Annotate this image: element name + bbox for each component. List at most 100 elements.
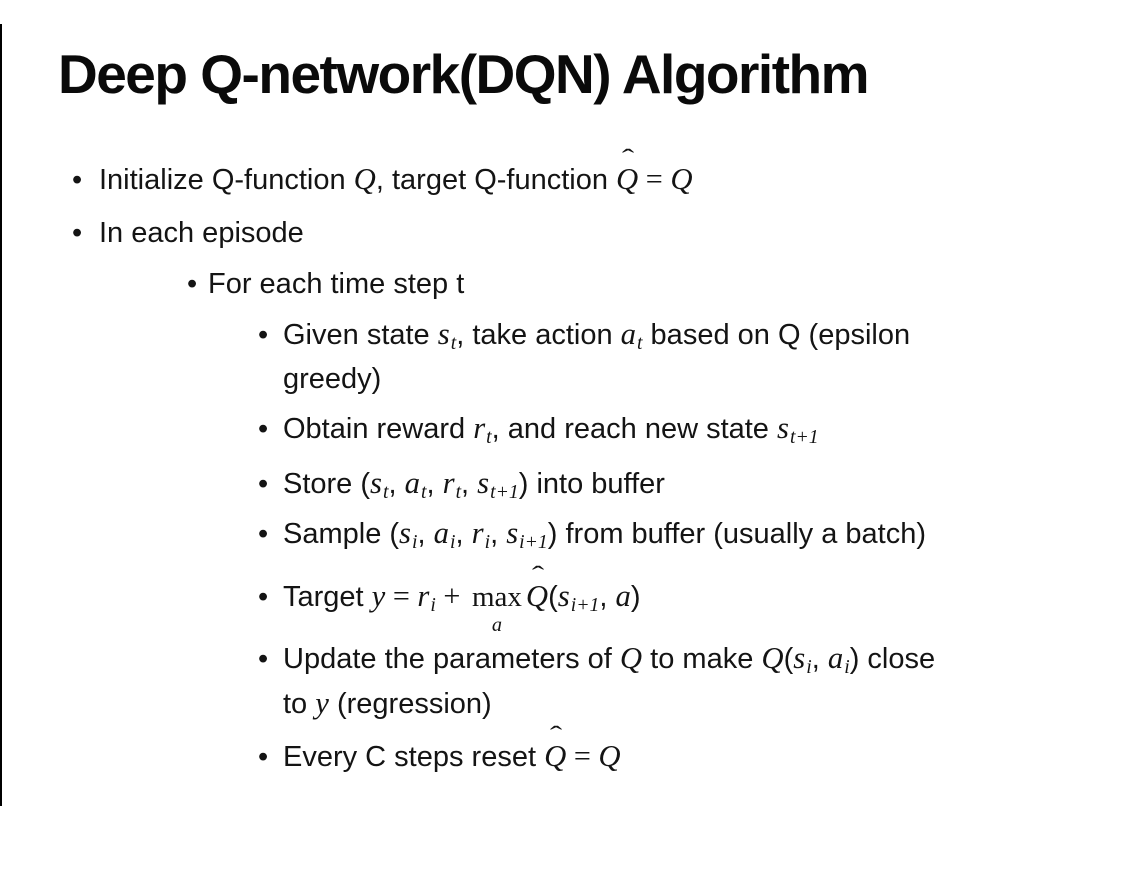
math-var-a: a: [827, 641, 844, 675]
math-var-a: a: [620, 317, 637, 351]
text-run: , and reach new state: [491, 413, 777, 445]
bullet-line-continuation: greedy): [283, 357, 910, 401]
bullet-marker-icon: •: [258, 741, 269, 773]
math-var-a: a: [404, 466, 420, 500]
text-run: ,: [490, 518, 507, 550]
math-subscript: i: [430, 593, 436, 616]
text-run: Update the parameters of: [283, 643, 620, 675]
math-subscript: t: [486, 425, 492, 448]
hat-accent-icon: ˆ: [550, 722, 563, 750]
text-run: Sample (: [283, 518, 400, 550]
math-var-s: s: [793, 641, 806, 675]
bullet-line: •Given state st, take action at based on…: [258, 312, 910, 357]
bullet-marker-icon: •: [258, 468, 269, 500]
text-run: , target Q-function: [375, 164, 617, 196]
text-run: Obtain reward: [283, 413, 474, 445]
bullet-marker-icon: •: [258, 518, 269, 550]
math-subscript: i: [450, 530, 456, 553]
text-run: ,: [455, 518, 472, 550]
math-subscript: t: [637, 331, 643, 354]
text-run: , take action: [456, 319, 621, 351]
bullet-marker-icon: •: [72, 217, 83, 249]
text-run: Every C steps reset: [283, 741, 545, 773]
text-run: ,: [811, 643, 828, 675]
left-edge-line: [0, 24, 2, 806]
math-plus: +: [435, 579, 468, 613]
text-run: greedy): [283, 363, 382, 395]
bullet-marker-icon: •: [187, 268, 198, 300]
math-var-q: Q: [525, 579, 549, 613]
math-var-s: s: [777, 411, 789, 445]
text-run: Initialize Q-function: [99, 164, 354, 196]
math-under-var-a: a: [491, 614, 502, 636]
bullet-obtain-reward: • Obtain reward rt, and reach new state s…: [258, 406, 819, 451]
text-run: to: [283, 688, 316, 720]
text-run: Store (: [283, 468, 371, 500]
math-max-operator: max: [471, 581, 522, 613]
math-equals: =: [566, 739, 599, 773]
bullet-update-parameters: •Update the parameters of Q to make Q(si…: [258, 636, 935, 726]
text-run: (: [548, 581, 558, 613]
math-var-r: r: [442, 466, 455, 500]
math-equals: =: [638, 162, 671, 196]
bullet-sample-buffer: •Sample (si, ai, ri, si+1) from buffer (…: [258, 511, 926, 556]
bullet-line: •Update the parameters of Q to make Q(si…: [258, 636, 935, 681]
math-subscript: i+1: [570, 593, 600, 616]
bullet-given-state: •Given state st, take action at based on…: [258, 312, 910, 401]
text-run: Target: [283, 581, 372, 613]
text-run: ) from buffer (usually a batch): [547, 518, 927, 550]
text-run: In each episode: [99, 217, 304, 249]
math-subscript: i: [806, 655, 812, 678]
bullet-marker-icon: •: [258, 413, 269, 445]
math-subscript: i: [412, 530, 418, 553]
math-subscript: i+1: [519, 530, 548, 553]
math-subscript: i: [844, 655, 850, 678]
bullet-line-continuation: to y (regression): [283, 681, 935, 726]
math-var-q: Q: [619, 641, 643, 675]
math-var-y: y: [315, 686, 329, 720]
bullet-for-each-time-step: • For each time step t: [187, 262, 464, 306]
bullet-in-each-episode: • In each episode: [72, 211, 304, 255]
text-run: ) close: [849, 643, 936, 675]
bullet-marker-icon: •: [258, 581, 269, 613]
math-var-q: Q: [616, 162, 639, 196]
math-var-s: s: [370, 466, 382, 500]
math-var-q: Q: [353, 162, 376, 196]
text-run: Given state: [283, 319, 438, 351]
math-var-r: r: [473, 411, 486, 445]
math-var-s: s: [399, 516, 412, 550]
text-run: ) into buffer: [518, 468, 665, 500]
text-run: ,: [599, 581, 616, 613]
text-run: ,: [388, 468, 405, 500]
bullet-marker-icon: •: [72, 164, 83, 196]
math-var-r: r: [471, 516, 484, 550]
math-var-s: s: [506, 516, 519, 550]
text-run: For each time step t: [208, 268, 465, 300]
math-var-y: y: [371, 579, 386, 613]
math-var-s: s: [437, 317, 450, 351]
math-subscript: t+1: [490, 480, 519, 503]
text-run: (regression): [328, 688, 492, 720]
hat-accent-icon: ˆ: [531, 562, 545, 590]
math-var-q: Q: [761, 641, 784, 675]
math-equals: =: [385, 579, 418, 613]
math-var-q: Q: [544, 739, 567, 773]
text-run: to make: [642, 643, 762, 675]
math-var-a: a: [615, 579, 631, 613]
bullet-marker-icon: •: [258, 643, 269, 675]
text-run: (: [783, 643, 794, 675]
math-var-s: s: [557, 579, 570, 613]
bullet-initialize-q-function: •Initialize Q-function Q, target Q-funct…: [72, 146, 693, 202]
math-var-r: r: [417, 579, 430, 613]
bullet-marker-icon: •: [258, 319, 269, 351]
text-run: ): [630, 581, 641, 613]
math-var-q: Q: [670, 162, 693, 196]
text-run: ,: [417, 518, 434, 550]
text-run: ,: [426, 468, 443, 500]
math-subscript: t: [455, 480, 462, 503]
